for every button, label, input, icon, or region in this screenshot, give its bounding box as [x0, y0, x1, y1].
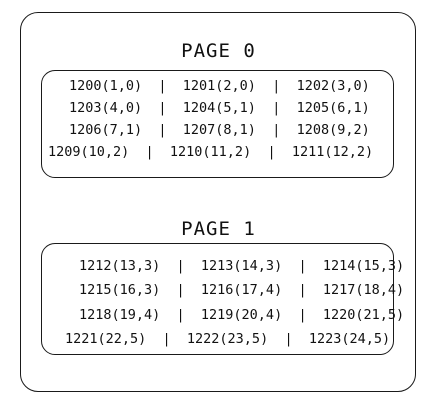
page-1-row-2: 1215(16,3) | 1216(17,4) | 1217(18,4) [79, 282, 405, 298]
page-1-title: PAGE 1 [181, 218, 256, 240]
page-0-title: PAGE 0 [181, 40, 256, 62]
page-0-box [41, 70, 394, 178]
page-0-row-3: 1206(7,1) | 1207(8,1) | 1208(9,2) [69, 122, 370, 138]
page-0-row-2: 1203(4,0) | 1204(5,1) | 1205(6,1) [69, 100, 370, 116]
page-1-row-3: 1218(19,4) | 1219(20,4) | 1220(21,5) [79, 307, 405, 323]
page-1-row-4: 1221(22,5) | 1222(23,5) | 1223(24,5) [65, 331, 391, 347]
page-0-row-4: 1209(10,2) | 1210(11,2) | 1211(12,2) [48, 144, 374, 160]
pages-container [20, 12, 416, 392]
page-1-row-1: 1212(13,3) | 1213(14,3) | 1214(15,3) [79, 258, 405, 274]
page-1-box [41, 243, 394, 355]
page-0-row-1: 1200(1,0) | 1201(2,0) | 1202(3,0) [69, 78, 370, 94]
